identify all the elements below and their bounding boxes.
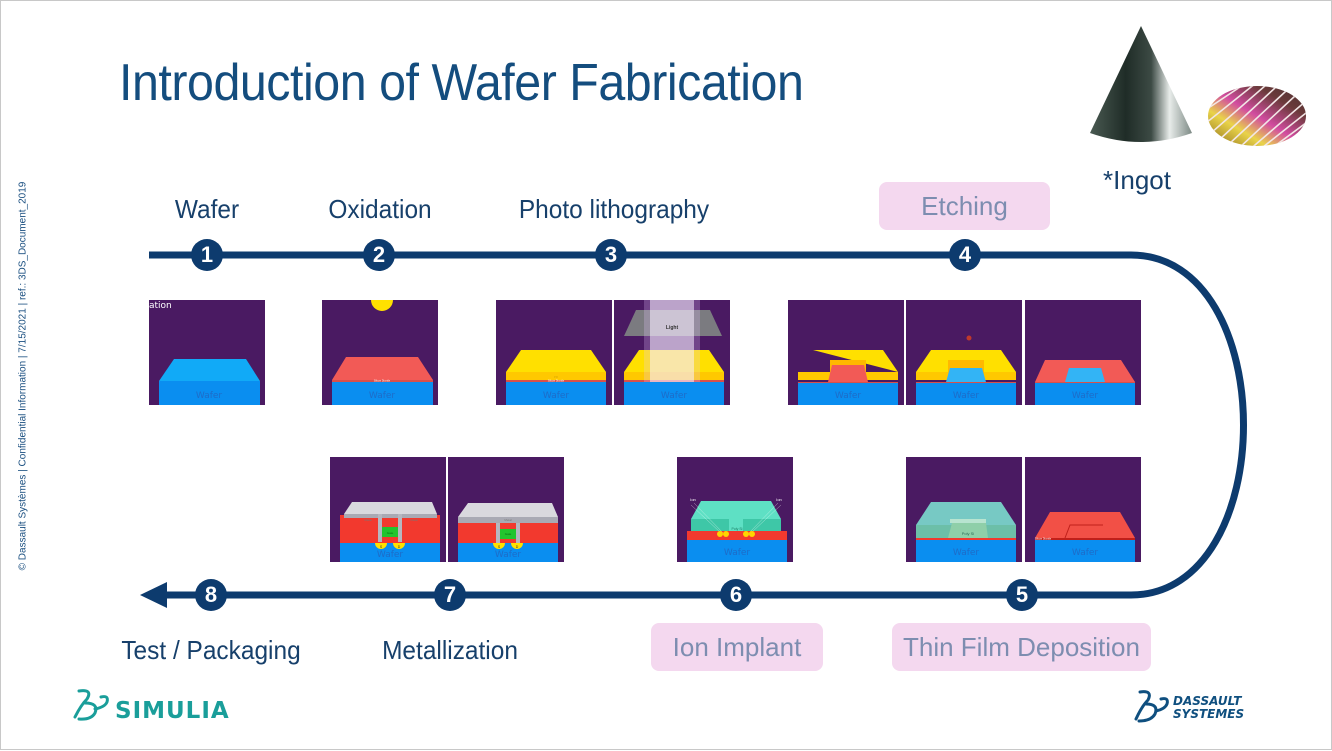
thumb-exposure: Light Wafer: [614, 300, 730, 405]
page-title: Introduction of Wafer Fabrication: [119, 54, 804, 112]
svg-text:Metal: Metal: [410, 518, 418, 522]
step-label-oxidation: Oxidation: [328, 194, 432, 224]
thumb-etch-oxide: Wafer: [906, 300, 1022, 405]
svg-text:Ion: Ion: [776, 497, 782, 502]
step-number-8: 8: [195, 579, 227, 611]
step-label-ion-implant: Ion Implant: [651, 623, 823, 671]
3ds-logo-icon: [73, 689, 109, 721]
svg-text:Silicon Dioxide: Silicon Dioxide: [1035, 538, 1052, 541]
svg-text:Wafer: Wafer: [661, 391, 688, 401]
svg-text:Wafer: Wafer: [495, 550, 522, 560]
step-number-5: 5: [1006, 579, 1038, 611]
svg-text:Silicon Dioxide: Silicon Dioxide: [374, 380, 391, 383]
step-label-photo-lithography: Photo lithography: [518, 194, 710, 224]
svg-text:Wafer: Wafer: [953, 548, 980, 558]
svg-text:Gate: Gate: [387, 531, 394, 535]
svg-text:Wafer: Wafer: [953, 391, 980, 401]
thumb-strip-pr: Wafer: [1025, 300, 1141, 405]
step-label-thin-film-deposition: Thin Film Deposition: [892, 623, 1151, 671]
svg-text:Metal: Metal: [504, 518, 512, 522]
step-number-3: 3: [595, 239, 627, 271]
svg-text:Light: Light: [666, 325, 679, 331]
thumb-metallization-etch: Gate Metal Metal S D Wafer: [330, 457, 446, 562]
step-number-4: 4: [949, 239, 981, 271]
step-label-test-packaging: Test / Packaging: [121, 635, 301, 665]
step-number-2: 2: [363, 239, 395, 271]
thumb-wafer: Wafer ation: [149, 300, 265, 405]
svg-text:Wafer: Wafer: [543, 391, 570, 401]
thumb-ion-implant: Ion Ion Poly Si Wafer: [677, 457, 793, 562]
svg-text:PR: PR: [554, 375, 559, 379]
thumb-oxide-deposition: Silicon Dioxide Wafer: [1025, 457, 1141, 562]
svg-text:Ion: Ion: [690, 497, 696, 502]
thumb-poly-deposition: Poly Si Wafer: [906, 457, 1022, 562]
svg-text:Gate: Gate: [505, 532, 512, 536]
thumb-oxidation: Silicon Dioxide Wafer: [322, 300, 438, 405]
3ds-logo-icon: [1134, 690, 1169, 723]
dassault-systemes-logo: DASSAULT SYSTEMES: [1134, 690, 1244, 723]
svg-text:Wafer: Wafer: [835, 391, 862, 401]
svg-text:Wafer: Wafer: [377, 550, 404, 560]
svg-text:SYSTEMES: SYSTEMES: [1173, 707, 1244, 721]
thumb-etch-pr: Wafer: [788, 300, 904, 405]
ingot-image: [1090, 26, 1306, 146]
svg-text:DASSAULT: DASSAULT: [1173, 694, 1242, 708]
svg-text:Wafer: Wafer: [196, 391, 223, 401]
svg-text:D: D: [516, 545, 519, 549]
step-label-metallization: Metallization: [382, 635, 518, 665]
ingot-label: *Ingot: [1103, 165, 1171, 195]
svg-text:Wafer: Wafer: [724, 548, 751, 558]
svg-text:Wafer: Wafer: [369, 391, 396, 401]
flow-arrowhead-icon: [140, 582, 167, 608]
svg-text:ation: ation: [149, 301, 172, 311]
svg-text:S: S: [380, 545, 383, 549]
step-number-6: 6: [720, 579, 752, 611]
simulia-logo: SIMULIA: [73, 689, 230, 723]
step-label-etching: Etching: [879, 182, 1050, 230]
step-number-7: 7: [434, 579, 466, 611]
svg-text:Poly Si: Poly Si: [962, 531, 975, 536]
svg-text:SIMULIA: SIMULIA: [115, 698, 230, 723]
step-label-wafer: Wafer: [174, 194, 240, 224]
svg-text:S: S: [498, 545, 501, 549]
thumb-photoresist: PR Silicon Dioxide Wafer: [496, 300, 612, 405]
svg-text:D: D: [398, 545, 401, 549]
thumb-metallization-deposit: Gate Metal S D Wafer: [448, 457, 564, 562]
svg-text:Wafer: Wafer: [1072, 548, 1099, 558]
svg-text:Poly Si: Poly Si: [732, 527, 743, 531]
svg-text:Silicon Dioxide: Silicon Dioxide: [548, 380, 565, 383]
step-number-1: 1: [191, 239, 223, 271]
svg-text:Wafer: Wafer: [1072, 391, 1099, 401]
svg-text:Metal: Metal: [364, 518, 372, 522]
